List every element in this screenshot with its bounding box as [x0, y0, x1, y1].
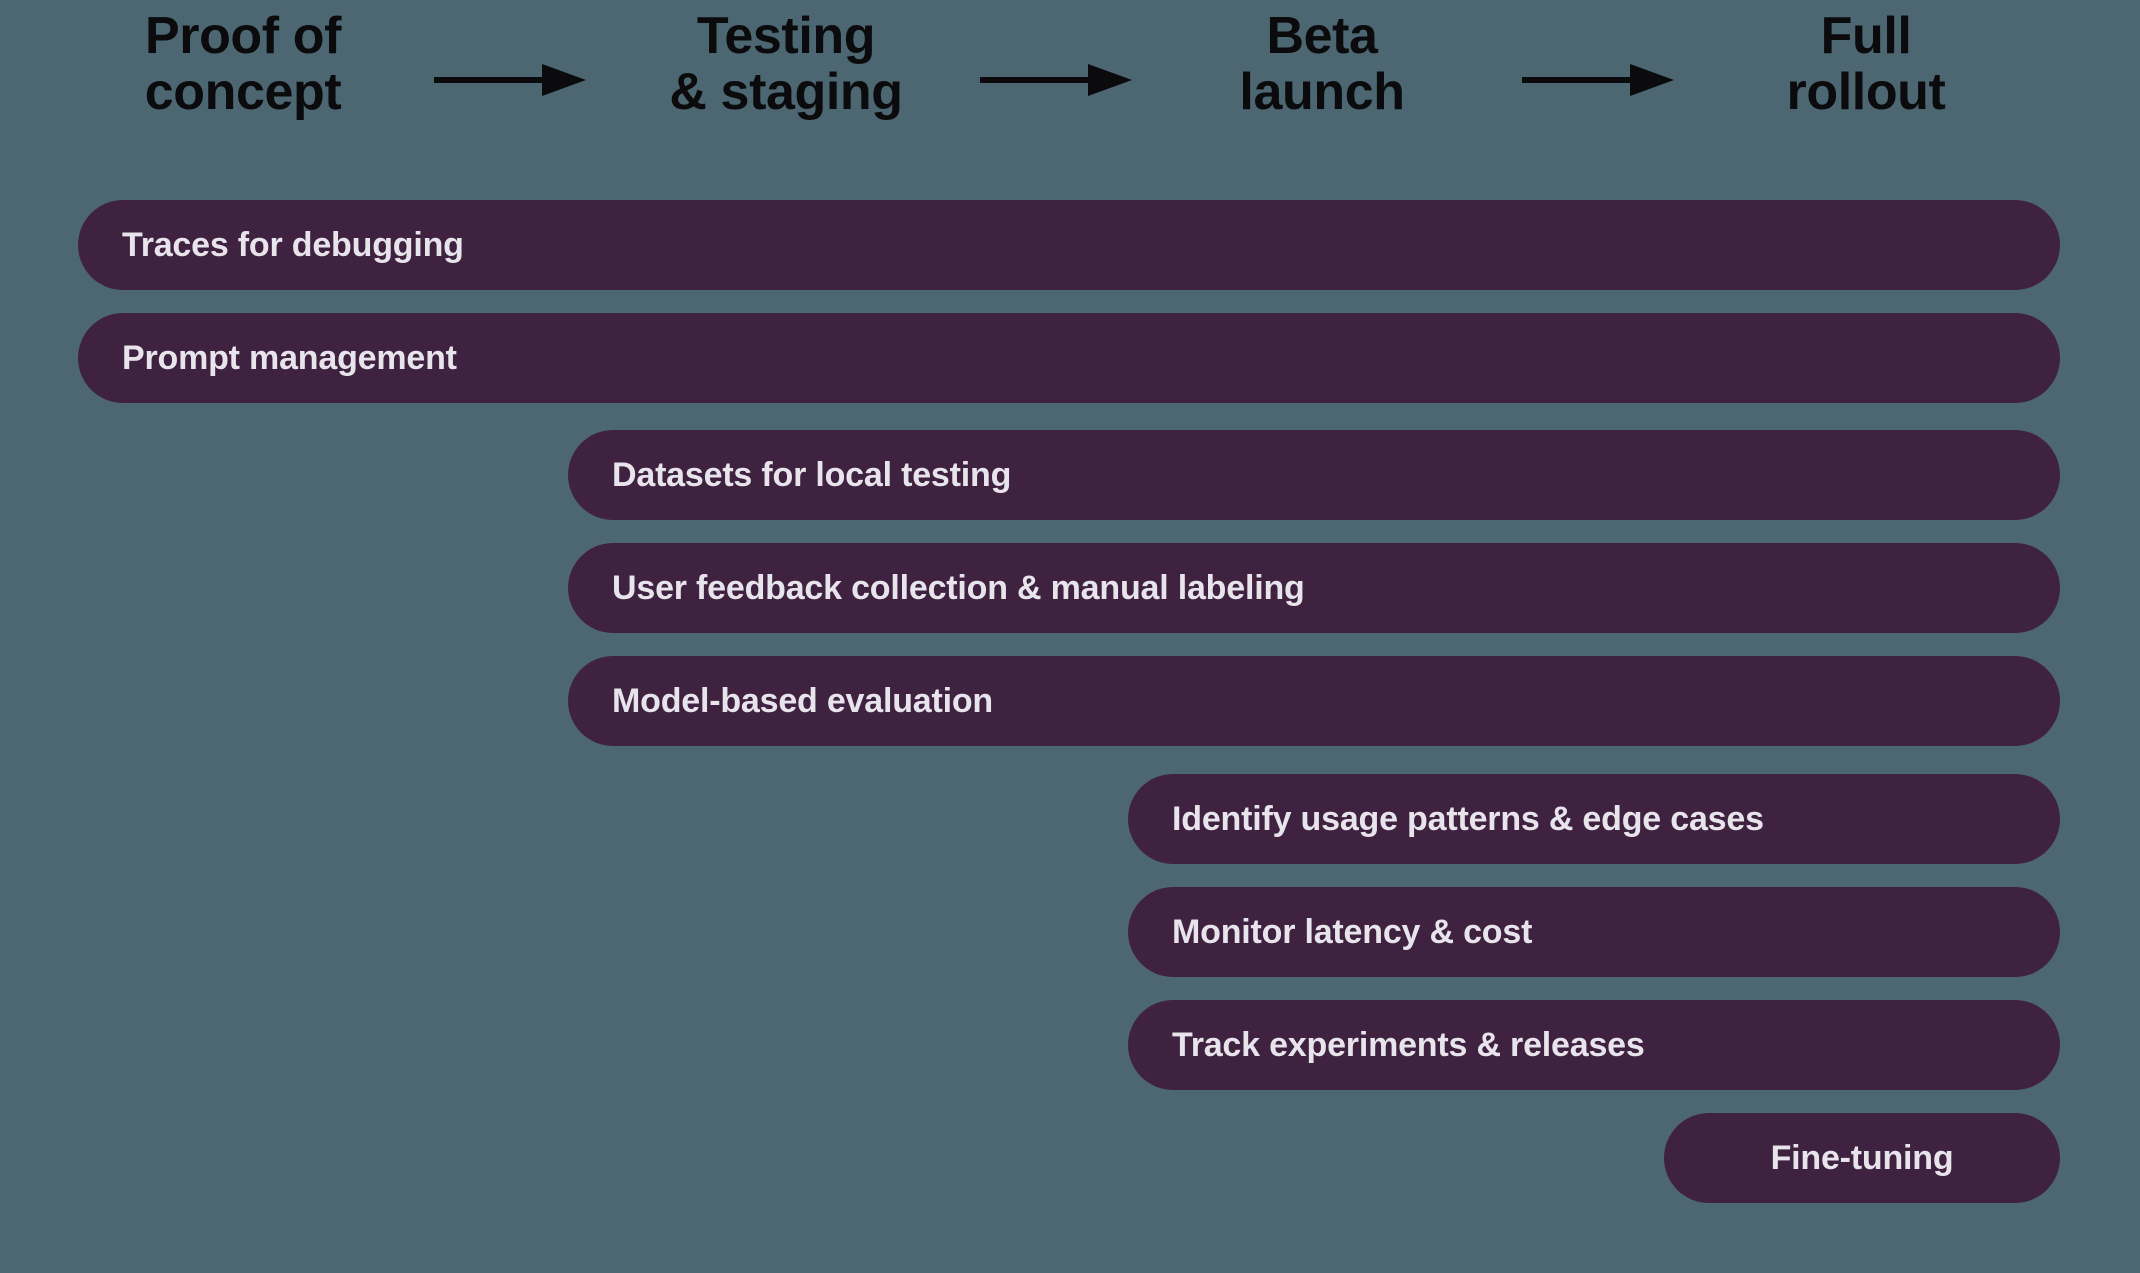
- capability-label: Traces for debugging: [122, 226, 464, 264]
- capability-label: Prompt management: [122, 339, 457, 377]
- capability-label: Fine-tuning: [1770, 1139, 1954, 1177]
- arrow-beta-to-rollout-icon: [1522, 63, 1674, 97]
- stage-header-1: Testing & staging: [669, 7, 903, 122]
- capability-label: Identify usage patterns & edge cases: [1172, 800, 1764, 838]
- capability-bar[interactable]: Track experiments & releases: [1128, 1000, 2060, 1090]
- stage-header-3: Full rollout: [1786, 7, 1946, 122]
- capability-bar[interactable]: Model-based evaluation: [568, 656, 2060, 746]
- stage-header-0: Proof of concept: [144, 7, 342, 122]
- capability-bar[interactable]: Prompt management: [78, 313, 2060, 403]
- capability-label: Monitor latency & cost: [1172, 913, 1533, 951]
- capability-bar[interactable]: Monitor latency & cost: [1128, 887, 2060, 977]
- arrow-poc-to-testing-icon: [434, 63, 586, 97]
- capability-label: Track experiments & releases: [1172, 1026, 1645, 1064]
- capability-label: User feedback collection & manual labeli…: [612, 569, 1305, 607]
- capability-label: Model-based evaluation: [612, 682, 994, 720]
- arrow-testing-to-beta-icon: [980, 63, 1132, 97]
- capability-bar[interactable]: User feedback collection & manual labeli…: [568, 543, 2060, 633]
- capability-bar[interactable]: Identify usage patterns & edge cases: [1128, 774, 2060, 864]
- capability-bar[interactable]: Traces for debugging: [78, 200, 2060, 290]
- capability-bar[interactable]: Fine-tuning: [1664, 1113, 2060, 1203]
- stage-header-2: Beta launch: [1239, 7, 1405, 122]
- capability-label: Datasets for local testing: [612, 456, 1012, 494]
- capability-bar[interactable]: Datasets for local testing: [568, 430, 2060, 520]
